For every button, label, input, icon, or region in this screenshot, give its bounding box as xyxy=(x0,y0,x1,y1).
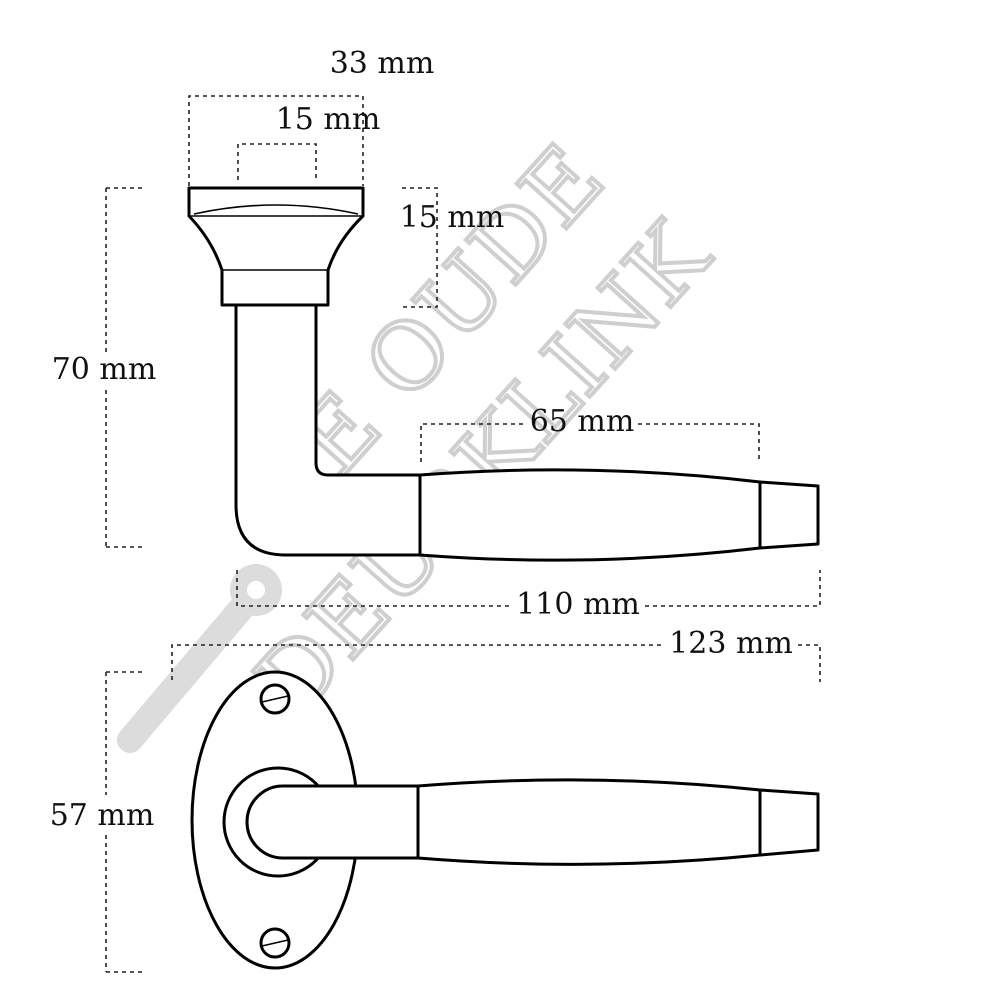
front-grip xyxy=(416,778,762,866)
dim-total-length: 123 mm xyxy=(669,626,793,661)
watermark-key-icon xyxy=(117,564,282,753)
top-screw-icon xyxy=(259,683,291,715)
front-lever-neck xyxy=(245,784,420,860)
dimension-lines xyxy=(105,95,821,973)
handle-front-view xyxy=(190,670,820,970)
dim-spindle-width: 15 mm xyxy=(276,102,381,137)
front-tip xyxy=(758,788,820,857)
dimension-labels: 33 mm 15 mm 15 mm 70 mm 65 mm 110 mm 123… xyxy=(50,46,793,833)
dim-rose-width: 33 mm xyxy=(330,46,435,81)
dim-rose-height: 15 mm xyxy=(400,200,505,235)
dim-projection: 110 mm xyxy=(516,587,640,622)
side-grip xyxy=(418,468,762,562)
dim-plate-height: 57 mm xyxy=(50,798,155,833)
handle-side-view xyxy=(187,186,820,562)
side-tip xyxy=(758,480,820,550)
bottom-screw-icon xyxy=(259,927,291,959)
dim-total-height: 70 mm xyxy=(52,352,157,387)
dim-grip-length: 65 mm xyxy=(530,404,635,439)
side-rose xyxy=(187,186,365,307)
